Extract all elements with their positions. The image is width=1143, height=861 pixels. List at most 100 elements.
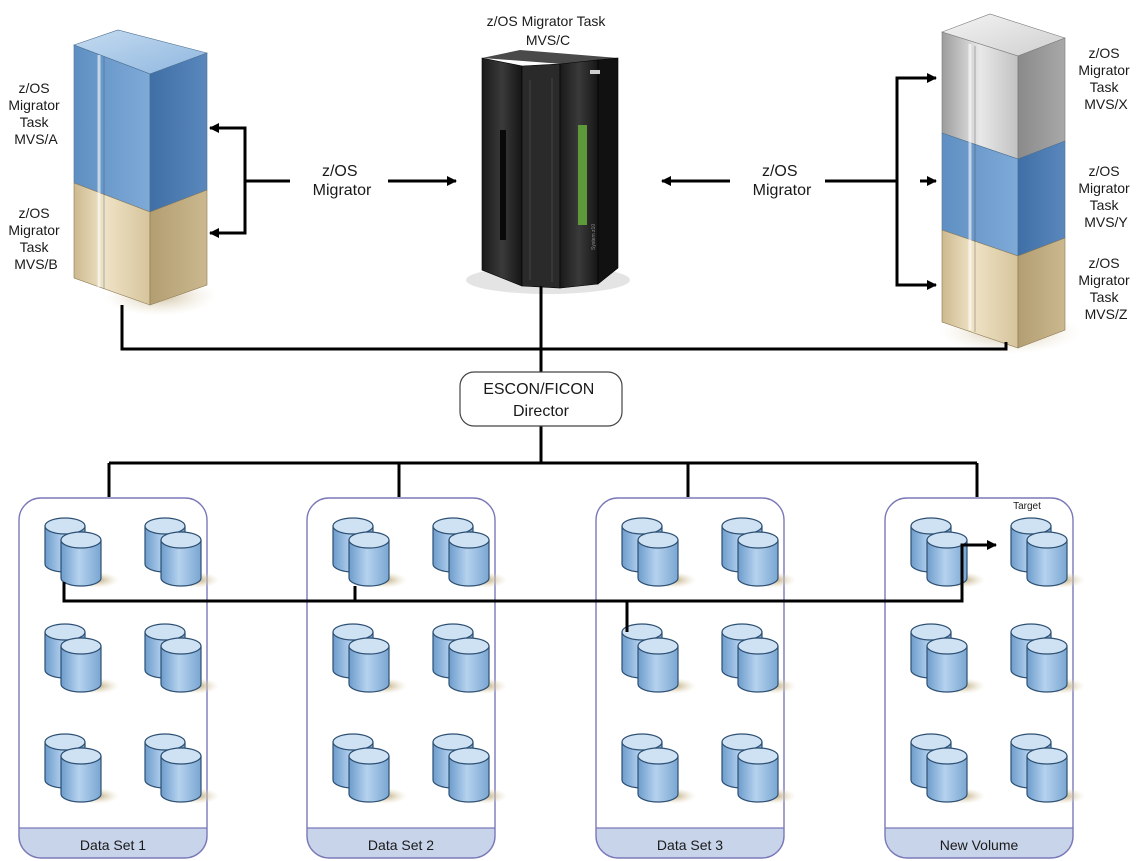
disk-pair-3	[332, 623, 407, 694]
group-border	[884, 497, 1074, 859]
group-label: Data Set 3	[657, 837, 723, 853]
mainframe-center-body	[521, 63, 561, 289]
migration-path	[62, 540, 997, 632]
disk-cylinder-front	[160, 747, 202, 803]
group-border	[595, 497, 785, 859]
disk-cylinder-front	[160, 637, 202, 693]
right-stack-grey-side	[1017, 37, 1066, 160]
disk-cylinder-front	[737, 531, 779, 587]
disk-pair-4	[1010, 623, 1085, 694]
disk-pair-4	[144, 623, 219, 694]
escon-ficon-director: ESCON/FICON Director	[459, 371, 623, 427]
left-server-stack	[73, 29, 216, 316]
disk-pair-6	[721, 733, 796, 804]
mainframe-server: System z10	[466, 50, 630, 294]
disk-pair-3	[910, 623, 985, 694]
right-stack-label-mvs-y: z/OS Migrator Task MVS/Y	[1078, 163, 1133, 230]
disk-pair-1	[621, 517, 696, 588]
disk-cylinder-front	[637, 637, 679, 693]
left-stack-to-bus	[120, 305, 1008, 351]
disk-cylinder-front	[926, 531, 968, 587]
disk-cylinder-front	[448, 637, 490, 693]
group-label: New Volume	[940, 837, 1019, 853]
disk-cylinder-front	[160, 531, 202, 587]
disk-cylinder-front	[737, 637, 779, 693]
group-label: Data Set 2	[368, 837, 434, 853]
mainframe-model-badge: System z10	[591, 224, 597, 250]
left-stack-blue-side	[149, 52, 208, 213]
disk-cylinder-front	[926, 747, 968, 803]
disk-pair-1	[44, 517, 119, 588]
disk-pair-6	[432, 733, 507, 804]
disk-cylinder-front	[348, 747, 390, 803]
right-migrator-label: z/OS Migrator	[753, 163, 812, 199]
disk-pair-2	[721, 517, 796, 588]
left-stack-label-mvs-b: z/OS Migrator Task MVS/B	[8, 205, 63, 272]
right-stack-label-mvs-x: z/OS Migrator Task MVS/X	[1078, 45, 1133, 112]
data-set-groups: Data Set 1 Data Set 2 Data Set 3 New Volume…	[18, 497, 1085, 859]
right-migrator-connector	[661, 73, 937, 290]
disk-pair-4	[721, 623, 796, 694]
group-border	[18, 497, 208, 859]
right-bracket-line	[895, 76, 933, 287]
group-footer	[19, 828, 207, 858]
group-data-set-2: Data Set 2	[306, 497, 507, 859]
disk-cylinder-front	[1026, 637, 1068, 693]
disk-cylinder-front	[637, 747, 679, 803]
left-stack-label-mvs-a: z/OS Migrator Task MVS/A	[8, 80, 63, 147]
disk-pair-1	[910, 517, 985, 588]
disk-pair-6	[1010, 733, 1085, 804]
group-footer	[596, 828, 784, 858]
disk-cylinder-front	[348, 531, 390, 587]
disk-cylinder-front	[448, 747, 490, 803]
disk-cylinder-front	[926, 637, 968, 693]
disk-cylinder-front	[737, 747, 779, 803]
right-server-stack	[940, 13, 1080, 354]
disk-pair-6	[144, 733, 219, 804]
disk-pair-5	[621, 733, 696, 804]
disk-cylinder-front	[60, 531, 102, 587]
group-data-set-1: Data Set 1	[18, 497, 219, 859]
director-bus	[107, 286, 1008, 497]
disk-cylinder-front	[60, 747, 102, 803]
left-bracket-line	[213, 126, 247, 235]
disk-cylinder-front	[1026, 531, 1068, 587]
right-stack-tan-side	[1017, 237, 1066, 349]
group-label: Data Set 1	[80, 837, 146, 853]
disk-cylinder-front	[448, 531, 490, 587]
disk-pair-2	[144, 517, 219, 588]
director-box	[459, 371, 623, 427]
disk-pair-5	[44, 733, 119, 804]
mainframe-green-display	[578, 125, 587, 225]
disk-pair-2	[1010, 517, 1085, 588]
mainframe-title: z/OS Migrator Task MVS/C	[487, 13, 610, 48]
group-new-volume: New Volume Target	[884, 497, 1085, 859]
group-footer	[307, 828, 495, 858]
migration-path-line	[62, 543, 990, 603]
disk-cylinder-front	[60, 637, 102, 693]
disk-cylinder-front	[1026, 747, 1068, 803]
mainframe-badge	[590, 70, 600, 74]
right-stack-blue-side	[1017, 140, 1066, 257]
group-footer	[885, 828, 1073, 858]
disk-pair-1	[332, 517, 407, 588]
right-stack-label-mvs-z: z/OS Migrator Task MVS/Z	[1078, 255, 1133, 322]
disk-pair-5	[910, 733, 985, 804]
disk-pair-5	[332, 733, 407, 804]
left-migrator-label: z/OS Migrator	[313, 163, 372, 199]
target-label: Target	[1013, 501, 1041, 512]
director-label: ESCON/FICON Director	[483, 381, 599, 420]
disk-pair-2	[432, 517, 507, 588]
group-border	[306, 497, 496, 859]
left-stack-tan-side	[149, 189, 208, 306]
disk-pair-3	[44, 623, 119, 694]
disk-pair-3	[621, 623, 696, 694]
mainframe-left-slot	[500, 130, 506, 240]
left-migrator-connector	[209, 123, 457, 238]
group-data-set-3: Data Set 3	[595, 497, 796, 859]
disk-cylinder-front	[348, 637, 390, 693]
left-stack-blue-front	[73, 44, 151, 213]
disk-pair-4	[432, 623, 507, 694]
mainframe-side-panel	[597, 57, 619, 285]
